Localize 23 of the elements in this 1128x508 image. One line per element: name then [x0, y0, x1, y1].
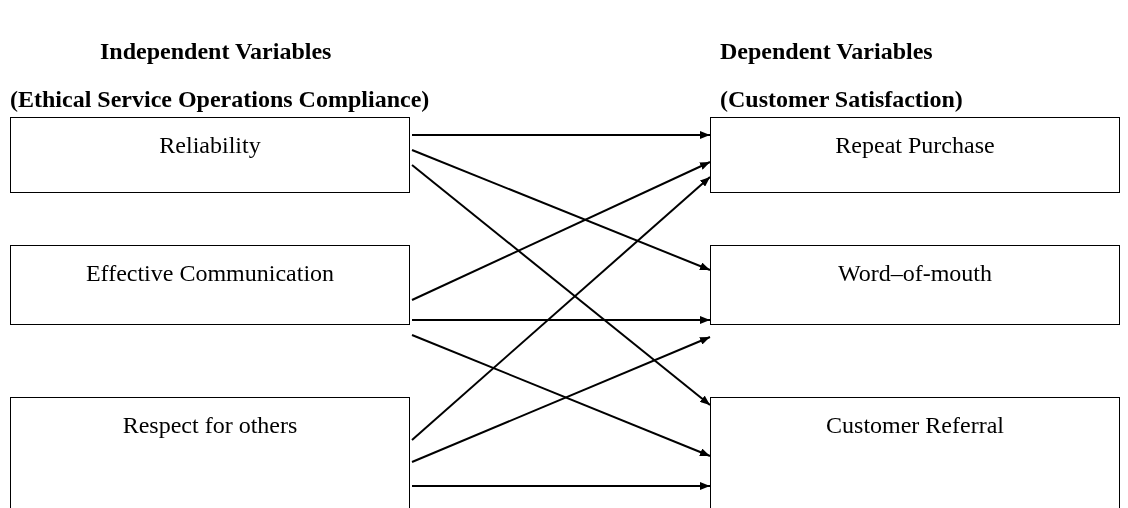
arrow — [411, 164, 711, 406]
column-heading: Independent Variables — [100, 38, 332, 65]
variable-name: Word–of-mouth — [836, 260, 993, 287]
variable-name: Effective Communication — [84, 260, 336, 287]
variable-name: Reliability — [158, 132, 262, 159]
arrow — [411, 131, 711, 139]
variable-box — [710, 245, 1120, 325]
arrow — [411, 482, 711, 490]
column-heading: Dependent Variables — [720, 38, 933, 65]
variable-name: Customer Referral — [825, 412, 1005, 439]
column-heading: (Ethical Service Operations Compliance) — [10, 86, 430, 113]
variable-box — [10, 117, 410, 193]
arrow — [411, 149, 711, 271]
column-heading: (Customer Satisfaction) — [720, 86, 963, 113]
variable-name: Repeat Purchase — [834, 132, 996, 159]
variable-box — [10, 245, 410, 325]
arrow — [411, 316, 711, 324]
variable-name: Respect for others — [121, 412, 299, 439]
variable-box — [710, 397, 1120, 508]
variable-box — [10, 397, 410, 508]
variable-box — [710, 117, 1120, 193]
arrow — [411, 176, 711, 441]
arrow — [411, 161, 711, 301]
